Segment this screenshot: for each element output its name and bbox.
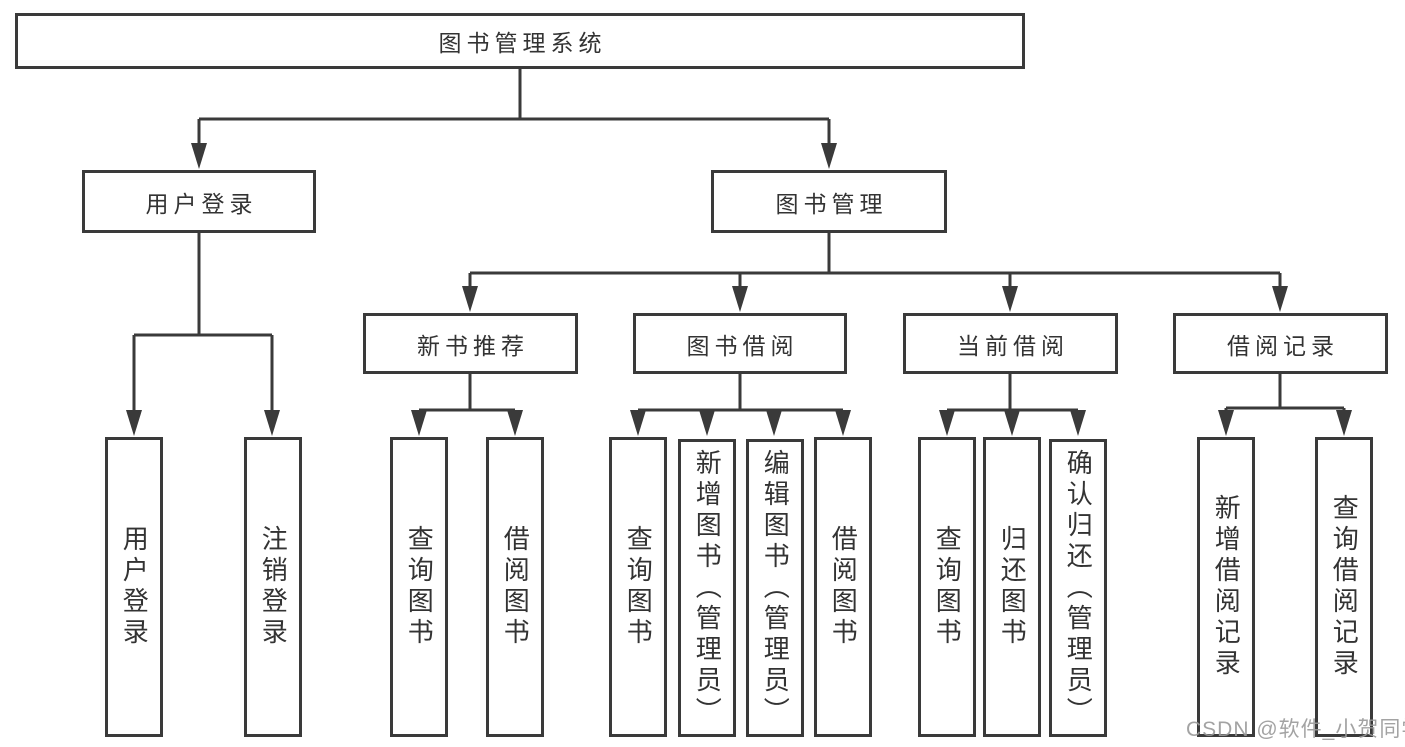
node-label: 图书管理 — [775, 190, 888, 217]
leaf-add-books-admin: 新增图书（管理员） — [678, 439, 736, 737]
node-label: 借阅图书 — [828, 525, 859, 649]
leaf-query-borrow-record: 查询借阅记录 — [1315, 437, 1373, 737]
leaf-return-books: 归还图书 — [983, 437, 1041, 737]
node-label: 图书管理系统 — [438, 30, 607, 56]
leaf-query-books-recommend: 查询图书 — [390, 437, 448, 737]
node-label: 查询借阅记录 — [1329, 494, 1360, 680]
node-label: 新增借阅记录 — [1211, 494, 1242, 680]
node-label: 借阅记录 — [1227, 332, 1339, 359]
node-label: 当前借阅 — [957, 332, 1069, 359]
node-label: 归还图书 — [997, 525, 1028, 649]
leaf-confirm-return-admin: 确认归还（管理员） — [1049, 439, 1107, 737]
node-label: 编辑图书（管理员） — [760, 448, 791, 728]
node-borrow-records: 借阅记录 — [1173, 313, 1388, 374]
node-book-management: 图书管理 — [711, 170, 947, 233]
node-label: 查询图书 — [623, 525, 654, 649]
leaf-borrow-books-recommend: 借阅图书 — [486, 437, 544, 737]
node-user-login: 用户登录 — [82, 170, 316, 233]
node-label: 新书推荐 — [417, 332, 529, 359]
node-label: 图书借阅 — [686, 332, 799, 359]
arrowheads — [126, 143, 1352, 436]
node-label: 借阅图书 — [500, 525, 531, 649]
node-current-borrow: 当前借阅 — [903, 313, 1118, 374]
csdn-watermark: CSDN @软件_小贺同学 — [1186, 718, 1405, 741]
node-label: 查询图书 — [404, 525, 435, 649]
leaf-add-borrow-record: 新增借阅记录 — [1197, 437, 1255, 737]
leaf-query-books-current: 查询图书 — [918, 437, 976, 737]
leaf-logout: 注销登录 — [244, 437, 302, 737]
leaf-query-books-borrow: 查询图书 — [609, 437, 667, 737]
node-book-borrow: 图书借阅 — [633, 313, 847, 374]
node-library-management-system: 图书管理系统 — [15, 13, 1025, 69]
node-new-book-recommend: 新书推荐 — [363, 313, 578, 374]
leaf-edit-books-admin: 编辑图书（管理员） — [746, 439, 804, 737]
node-label: 新增图书（管理员） — [692, 448, 723, 728]
leaf-user-login: 用户登录 — [105, 437, 163, 737]
node-label: 注销登录 — [258, 525, 289, 649]
node-label: 用户登录 — [145, 190, 258, 217]
node-label: 确认归还（管理员） — [1063, 448, 1094, 728]
node-label: 查询图书 — [932, 525, 963, 649]
leaf-borrow-books: 借阅图书 — [814, 437, 872, 737]
node-label: 用户登录 — [119, 525, 150, 649]
